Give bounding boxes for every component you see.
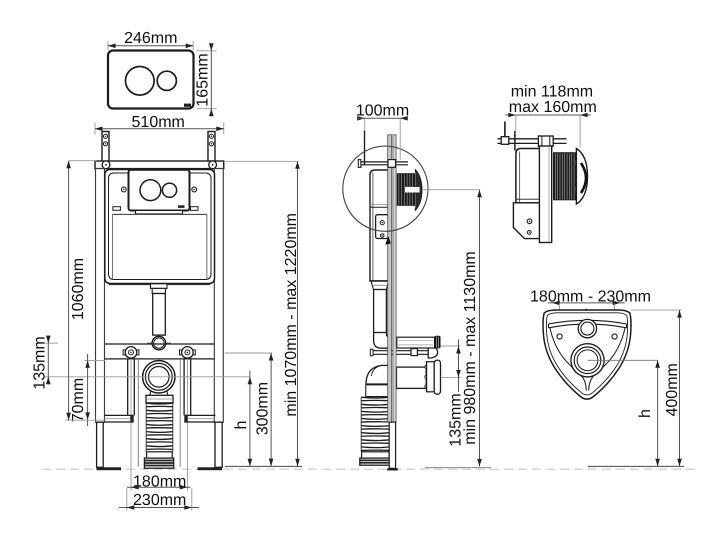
svg-text:135mm: 135mm bbox=[448, 393, 465, 446]
svg-text:400mm: 400mm bbox=[664, 363, 681, 416]
svg-text:246mm: 246mm bbox=[124, 30, 177, 47]
svg-text:h: h bbox=[637, 409, 654, 418]
svg-text:max 160mm: max 160mm bbox=[509, 99, 597, 116]
svg-text:165mm: 165mm bbox=[195, 53, 212, 106]
svg-text:100mm: 100mm bbox=[356, 102, 409, 119]
svg-text:180mm: 180mm bbox=[133, 473, 186, 490]
svg-text:180mm - 230mm: 180mm - 230mm bbox=[530, 289, 651, 306]
svg-text:h: h bbox=[233, 421, 250, 430]
svg-text:min 1070mm - max 1220mm: min 1070mm - max 1220mm bbox=[283, 213, 300, 417]
svg-text:70mm: 70mm bbox=[70, 378, 87, 422]
svg-text:min 980mm - max 1130mm: min 980mm - max 1130mm bbox=[462, 251, 479, 445]
svg-text:1060mm: 1060mm bbox=[70, 258, 87, 320]
svg-text:min 118mm: min 118mm bbox=[511, 83, 593, 100]
svg-text:230mm: 230mm bbox=[133, 492, 186, 509]
svg-text:510mm: 510mm bbox=[132, 114, 185, 131]
svg-text:300mm: 300mm bbox=[255, 382, 272, 435]
svg-text:135mm: 135mm bbox=[32, 336, 49, 389]
